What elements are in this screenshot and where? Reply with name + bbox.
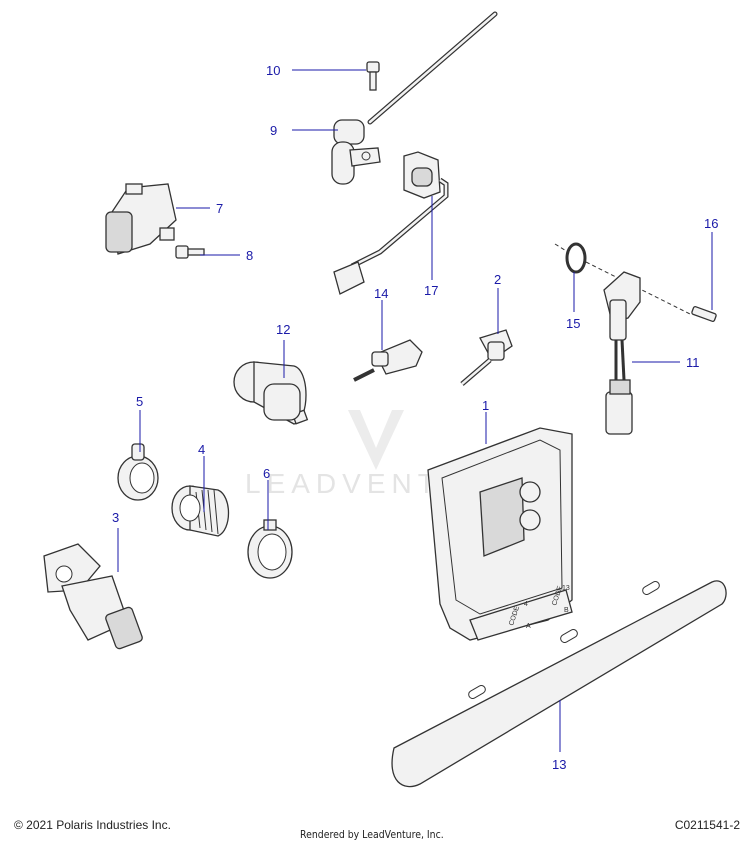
part-5-ring-nut[interactable] <box>117 443 159 501</box>
ecu-code-b-letter: B <box>564 607 569 614</box>
callout-12[interactable]: 12 <box>276 322 290 337</box>
callout-17[interactable]: 17 <box>424 283 438 298</box>
callout-1[interactable]: 1 <box>482 398 489 413</box>
part-14-temp-sensor[interactable] <box>353 339 423 382</box>
callout-8[interactable]: 8 <box>246 248 253 263</box>
callout-4[interactable]: 4 <box>198 442 205 457</box>
part-3-switch[interactable] <box>43 543 143 650</box>
part-4-connector[interactable] <box>171 485 230 537</box>
leader-lines <box>117 69 713 752</box>
part-17-sensor-harness[interactable] <box>333 151 449 295</box>
callout-13[interactable]: 13 <box>552 757 566 772</box>
ecu-code-b-num: 13 <box>562 585 570 592</box>
copyright-text: © 2021 Polaris Industries Inc. <box>14 818 171 832</box>
callout-5[interactable]: 5 <box>136 394 143 409</box>
ecu-code-a-num: 4 <box>524 601 528 608</box>
callout-10[interactable]: 10 <box>266 63 280 78</box>
diagram-code: C0211541-2 <box>674 818 740 832</box>
rendered-by-text: Rendered by LeadVenture, Inc. <box>300 828 444 841</box>
part-1-ecu[interactable]: CODE 4 A CODE 13 B <box>427 427 573 641</box>
part-2-probe[interactable] <box>460 329 513 386</box>
part-13-bracket[interactable] <box>391 580 727 788</box>
callout-9[interactable]: 9 <box>270 123 277 138</box>
callout-15[interactable]: 15 <box>566 316 580 331</box>
callout-7[interactable]: 7 <box>216 201 223 216</box>
part-6-nut[interactable] <box>247 519 293 579</box>
part-11-sensor-harness[interactable] <box>603 271 641 435</box>
part-7-map-sensor[interactable] <box>105 183 177 255</box>
callout-3[interactable]: 3 <box>112 510 119 525</box>
part-9-sensor[interactable] <box>331 11 498 185</box>
callouts: 1 2 3 4 5 6 7 8 9 10 11 12 13 14 15 16 1… <box>112 63 718 772</box>
part-8-bolt[interactable] <box>175 245 205 259</box>
callout-11[interactable]: 11 <box>686 355 700 370</box>
part-16-bolt[interactable] <box>691 306 717 322</box>
callout-16[interactable]: 16 <box>704 216 718 231</box>
callout-6[interactable]: 6 <box>263 466 270 481</box>
callout-14[interactable]: 14 <box>374 286 388 301</box>
ecu-code-a-letter: A <box>526 623 531 630</box>
part-12-sensor[interactable] <box>233 361 309 425</box>
callout-2[interactable]: 2 <box>494 272 501 287</box>
part-10-bolt[interactable] <box>366 61 380 91</box>
